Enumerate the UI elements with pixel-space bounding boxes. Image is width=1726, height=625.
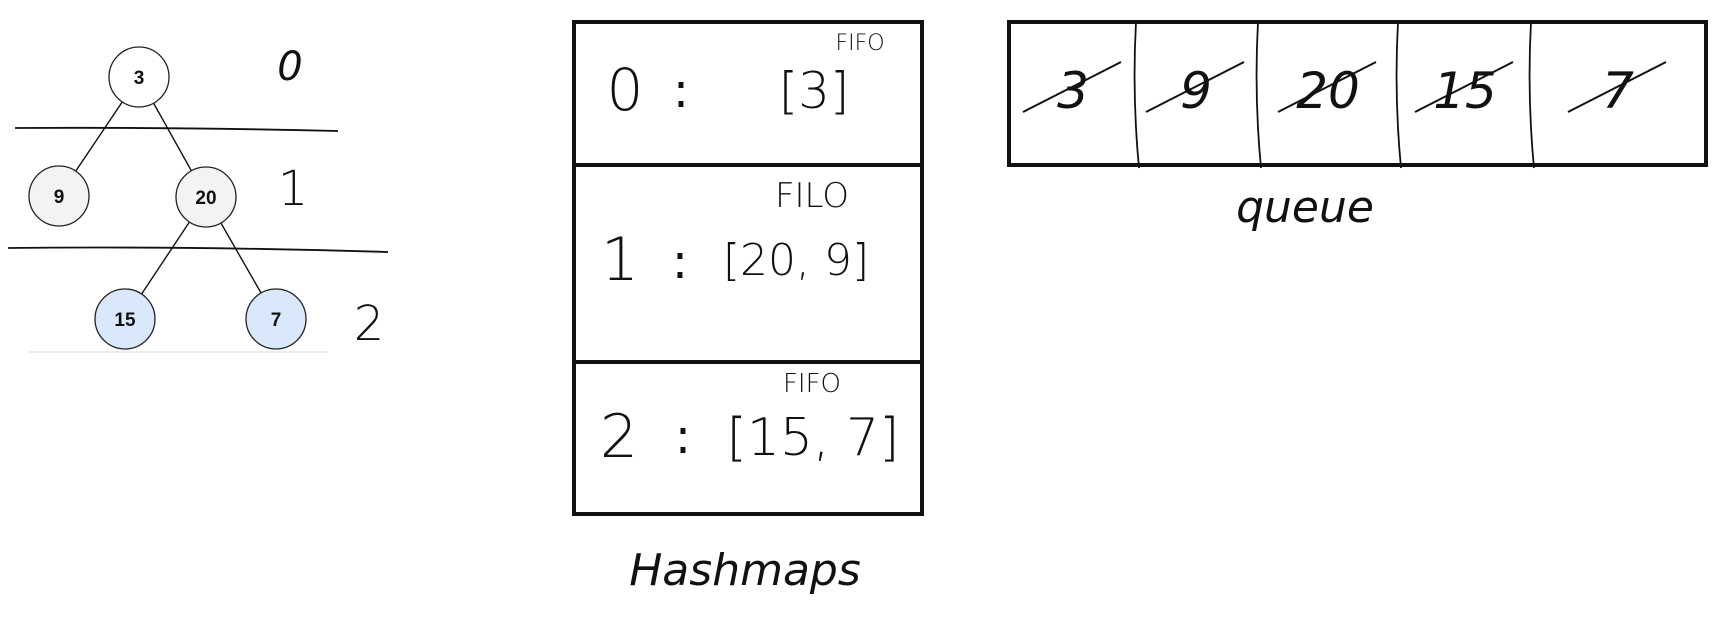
- tree-node: 7: [245, 288, 307, 350]
- level-label: 2: [354, 296, 385, 352]
- node-label: 20: [195, 188, 216, 209]
- node-circle: [245, 288, 307, 350]
- queue-cell: 20: [1277, 61, 1377, 120]
- queue-cell-divider: [1395, 21, 1402, 169]
- strike-through-line: [1414, 61, 1514, 113]
- hashmap-caption: Hashmaps: [629, 545, 861, 596]
- hashmap-value: [3]: [779, 62, 850, 120]
- level-label: 1: [278, 161, 309, 217]
- node-label: 15: [114, 310, 136, 331]
- level-divider-line: [7, 246, 389, 253]
- order-label: FILO: [775, 176, 849, 216]
- node-circle: [175, 166, 237, 228]
- node-circle: [28, 165, 90, 227]
- queue-value: 15: [1433, 62, 1497, 120]
- tree-node: 15: [94, 288, 156, 350]
- tree-node: 20: [175, 166, 237, 228]
- queue: 3 9 20 15 7 queue: [1007, 20, 1708, 233]
- hashmap-separator: :: [672, 234, 688, 290]
- queue-cell: 3: [1022, 61, 1122, 120]
- hashmap-border: [572, 20, 924, 516]
- queue-cells: 3 9 20 15 7: [1022, 61, 1667, 120]
- hashmap-separator: :: [675, 409, 691, 465]
- level-label: 0: [277, 44, 302, 90]
- queue-cell-divider: [1133, 21, 1140, 169]
- strike-through-line: [1022, 61, 1122, 113]
- hashmap-key: 1: [601, 225, 639, 295]
- queue-cell: 9: [1145, 61, 1245, 120]
- hashmap-key: 0: [607, 56, 644, 124]
- strike-through-line: [1145, 61, 1245, 113]
- node-label: 7: [271, 310, 282, 331]
- node-label: 3: [134, 68, 145, 89]
- hashmap-value: [20, 9]: [723, 235, 869, 286]
- queue-cell-divider: [1255, 21, 1262, 169]
- hashmap-table: FIFO 0 : [3] FILO 1 : [20, 9] FIFO 2 : […: [572, 20, 924, 596]
- level-divider-line: [14, 126, 339, 132]
- queue-cell: 15: [1414, 61, 1514, 120]
- hashmap-separator: :: [673, 63, 689, 119]
- queue-caption: queue: [1236, 182, 1374, 233]
- order-label: FIFO: [783, 369, 841, 399]
- queue-border: [1007, 20, 1708, 167]
- binary-tree: 3 9 20 15 7 0 1 2: [7, 44, 389, 353]
- queue-dividers: [1133, 21, 1535, 169]
- queue-value: 3: [1057, 62, 1089, 120]
- queue-value: 9: [1180, 62, 1212, 120]
- hashmap-value: [15, 7]: [727, 408, 900, 468]
- node-label: 9: [54, 187, 65, 208]
- tree-node: 3: [108, 46, 170, 108]
- queue-value: 7: [1602, 62, 1634, 120]
- tree-nodes: 3 9 20 15 7: [28, 46, 307, 350]
- queue-cell-divider: [1528, 21, 1535, 169]
- tree-node: 9: [28, 165, 90, 227]
- order-label: FIFO: [835, 31, 884, 56]
- hashmap-key: 2: [600, 402, 638, 472]
- strike-through-line: [1567, 61, 1667, 113]
- queue-cell: 7: [1567, 61, 1667, 120]
- queue-value: 20: [1296, 62, 1360, 120]
- tree-edges: [58, 76, 277, 320]
- node-circle: [94, 288, 156, 350]
- strike-through-line: [1277, 61, 1377, 113]
- node-circle: [108, 46, 170, 108]
